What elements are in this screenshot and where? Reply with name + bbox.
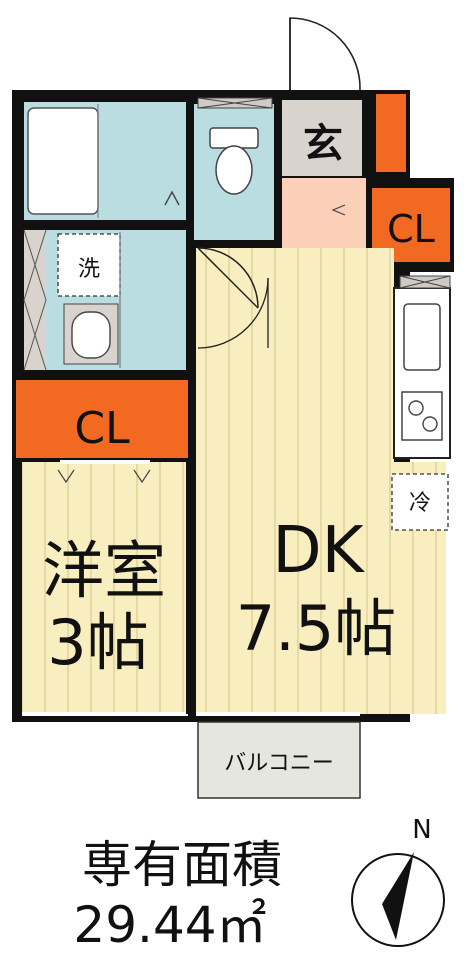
dk-room-name: DK bbox=[272, 514, 365, 588]
interior-wall bbox=[186, 462, 196, 714]
closet-label-entrance: CL bbox=[387, 207, 435, 251]
fridge-label: 冷 bbox=[409, 491, 431, 516]
dk-room-size: 7.5帖 bbox=[236, 592, 397, 665]
toilet-room bbox=[194, 97, 274, 240]
washroom: 洗 bbox=[23, 229, 186, 371]
balcony: バルコニー bbox=[197, 721, 361, 799]
washer-label: 洗 bbox=[78, 257, 100, 282]
area-value: 29.44㎡ bbox=[73, 896, 266, 954]
compass-needle-icon bbox=[382, 852, 414, 940]
compass: N bbox=[351, 815, 445, 947]
western-room-name: 洋室 bbox=[42, 534, 166, 607]
western-room: 洋室 3帖 bbox=[22, 460, 188, 716]
dk-room: 冷 DK 7.5帖 bbox=[196, 247, 451, 716]
balcony-label: バルコニー bbox=[224, 751, 334, 776]
closet-label-left: CL bbox=[74, 403, 130, 454]
entrance: 玄 bbox=[282, 17, 406, 264]
closet-left: CL bbox=[16, 380, 188, 458]
north-label: N bbox=[412, 815, 431, 845]
entrance-label: 玄 bbox=[303, 121, 343, 167]
area-label: 専有面積 bbox=[82, 836, 282, 894]
bathroom bbox=[24, 102, 186, 220]
western-room-size: 3帖 bbox=[47, 606, 148, 679]
